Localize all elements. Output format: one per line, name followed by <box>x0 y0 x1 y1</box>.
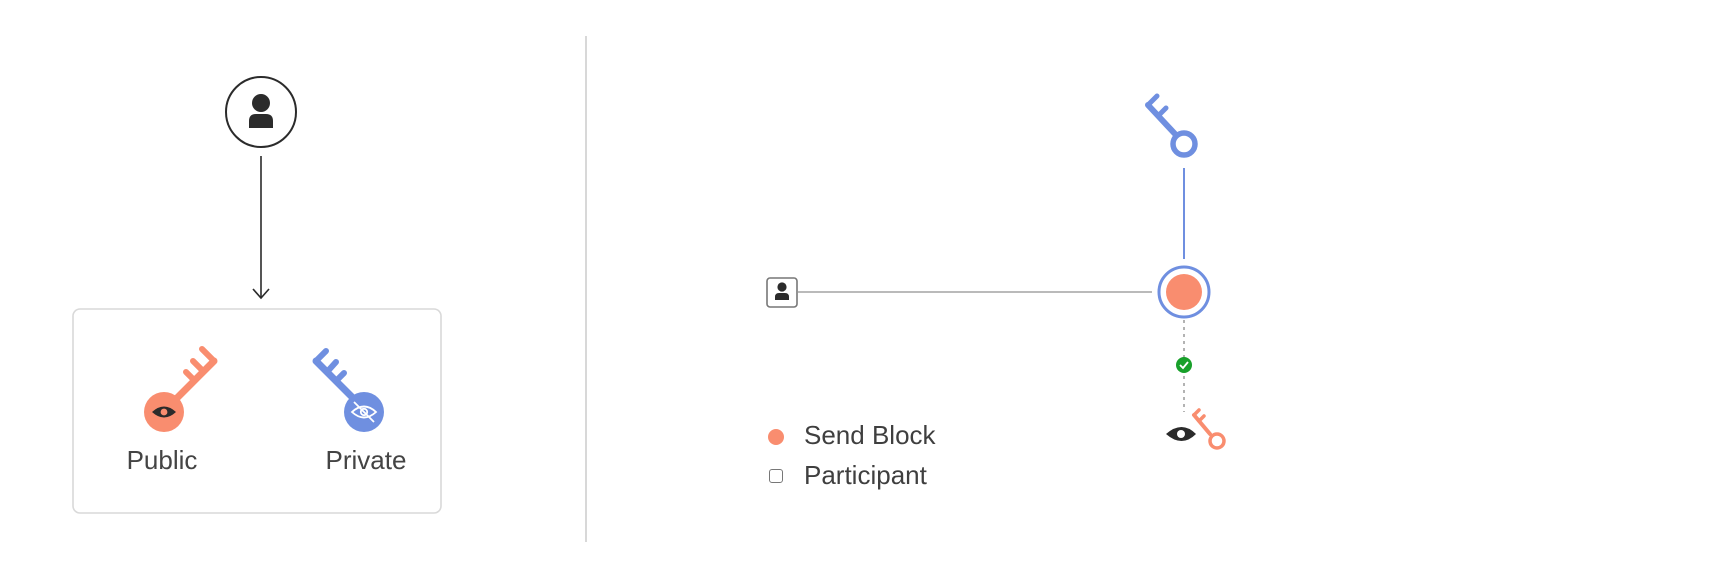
participant-legend-marker <box>769 469 783 483</box>
participant-icon <box>766 277 798 308</box>
derive-arrow <box>252 156 270 300</box>
key-pair-box <box>72 308 442 514</box>
private-key-icon <box>312 348 384 432</box>
send-block-legend-marker <box>768 429 784 445</box>
send-block-node <box>1157 265 1211 319</box>
send-block-legend-label: Send Block <box>804 420 936 450</box>
user-node <box>225 76 297 148</box>
eye-off-icon <box>350 401 378 423</box>
participant-legend-label: Participant <box>804 460 927 490</box>
private-key-label: Private <box>325 445 407 475</box>
private-key-icon <box>1145 93 1198 259</box>
eye-icon <box>1166 427 1196 441</box>
public-key-icon <box>1192 408 1226 450</box>
user-icon <box>249 94 273 128</box>
eye-icon <box>152 406 176 418</box>
check-circle-icon <box>1176 357 1192 373</box>
public-key-icon <box>144 346 218 432</box>
public-key-label: Public <box>126 445 198 475</box>
